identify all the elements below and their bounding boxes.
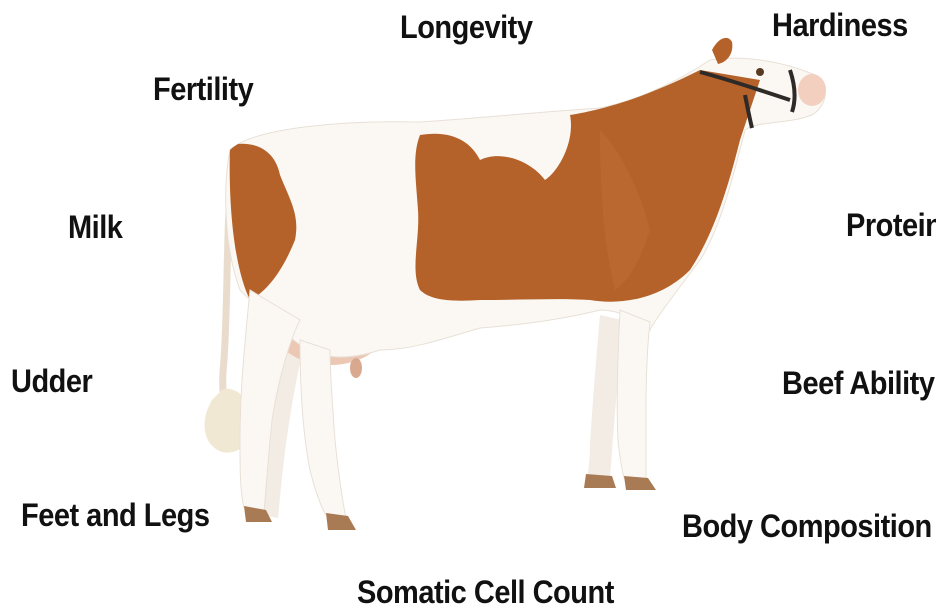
label-beef-ability: Beef Ability (782, 368, 934, 400)
muzzle (798, 74, 826, 106)
label-somatic-cell-count: Somatic Cell Count (357, 577, 614, 609)
label-fertility: Fertility (153, 74, 253, 106)
label-hardiness: Hardiness (772, 10, 908, 42)
label-udder: Udder (11, 366, 92, 398)
eye (756, 68, 764, 76)
label-body-composition: Body Composition (682, 511, 932, 543)
near-front-leg (617, 310, 650, 480)
label-protein: Protein (846, 210, 936, 242)
near-hind-leg-2 (300, 340, 346, 518)
hoof (584, 474, 616, 488)
label-feet-and-legs: Feet and Legs (21, 500, 210, 532)
label-milk: Milk (68, 212, 122, 244)
hoof (326, 513, 356, 530)
coat-patch-barrel (415, 70, 760, 302)
label-longevity: Longevity (400, 12, 532, 44)
hoof (624, 476, 656, 490)
